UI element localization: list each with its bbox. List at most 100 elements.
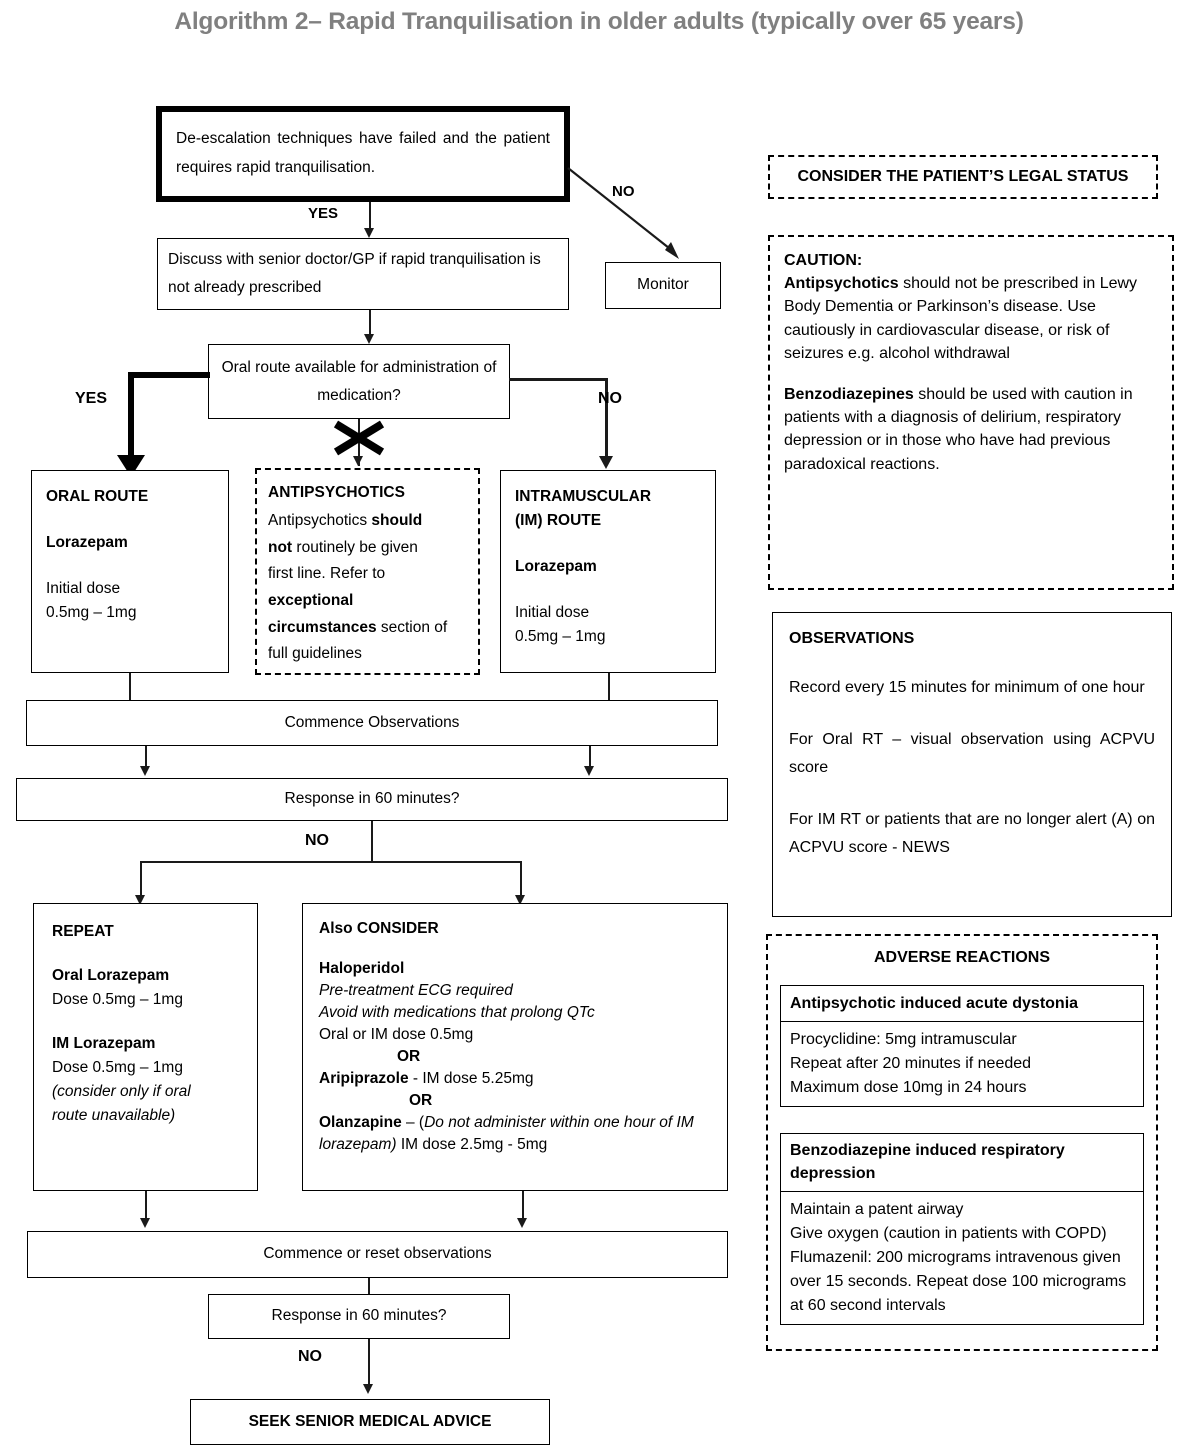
commence-observations-box: Commence Observations	[26, 700, 718, 746]
connector-observations-to-response-a	[145, 746, 147, 768]
connector-yes-vertical	[128, 372, 134, 458]
label-no-response-2: NO	[298, 1348, 322, 1365]
im-route-dose-label: Initial dose	[515, 604, 590, 622]
caution-benzodiazepines-bold: Benzodiazepines	[784, 385, 914, 403]
observations-heading: OBSERVATIONS	[789, 630, 915, 647]
caution-benzodiazepines-rest: should be used with caution in patients …	[784, 385, 1133, 473]
legal-status-text: CONSIDER THE PATIENT’S LEGAL STATUS	[797, 167, 1129, 185]
arrowhead-consider-to-reset	[516, 1218, 527, 1228]
also-consider-or-1: OR	[397, 1048, 421, 1065]
also-consider-drug-3-italic: Do not administer within one hour of IM …	[319, 1114, 694, 1153]
oral-route-heading: ORAL ROUTE	[46, 488, 149, 505]
connector-start-to-discuss	[369, 202, 371, 230]
respiratory-depression-panel: Benzodiazepine induced respiratory depre…	[780, 1132, 1144, 1326]
connector-response1-bus	[140, 861, 522, 864]
also-consider-drug-3-b: IM dose 2.5mg - 5mg	[396, 1136, 548, 1153]
im-route-box: INTRAMUSCULAR (IM) ROUTE Lorazepam Initi…	[500, 470, 716, 673]
start-box: De-escalation techniques have failed and…	[156, 106, 570, 202]
im-route-drug: Lorazepam	[515, 558, 597, 576]
observations-paragraph-1: Record every 15 minutes for minimum of o…	[789, 679, 1145, 697]
oral-route-drug: Lorazepam	[46, 534, 128, 552]
antipsychotics-line5b: section of	[376, 618, 448, 636]
caution-heading: CAUTION:	[784, 252, 863, 269]
connector-repeat-to-reset	[145, 1191, 147, 1220]
oral-route-decision-box: Oral route available for administration …	[208, 344, 510, 419]
connector-reset-to-response-2	[368, 1278, 370, 1296]
respiratory-title-line-2: depression	[790, 1164, 876, 1182]
response-60-text-1: Response in 60 minutes?	[284, 790, 460, 808]
arrowhead-response2-to-seek	[362, 1384, 373, 1394]
legal-status-box: CONSIDER THE PATIENT’S LEGAL STATUS	[768, 155, 1158, 199]
label-yes-decision: YES	[75, 390, 108, 407]
oral-route-box: ORAL ROUTE Lorazepam Initial dose 0.5mg …	[31, 470, 229, 673]
also-consider-drug-2-dose: - IM dose 5.25mg	[408, 1070, 534, 1087]
arrowhead-to-antipsychotics	[353, 456, 363, 466]
connector-response1-stem	[371, 821, 373, 863]
arrowhead-to-repeat	[135, 895, 145, 905]
repeat-im-dose: Dose 0.5mg – 1mg	[52, 1059, 183, 1077]
respiratory-title-line-1: Benzodiazepine induced respiratory	[790, 1141, 1065, 1159]
antipsychotics-line2a: not	[268, 538, 293, 556]
oral-route-dose-value: 0.5mg – 1mg	[46, 604, 137, 622]
dystonia-line-1: Procyclidine: 5mg intramuscular	[790, 1030, 1017, 1048]
response-60-box-2: Response in 60 minutes?	[208, 1294, 510, 1339]
observations-box: OBSERVATIONS Record every 15 minutes for…	[772, 612, 1172, 917]
antipsychotics-line5a: circumstances	[268, 618, 377, 636]
also-consider-drug-2-row: Aripiprazole - IM dose 5.25mg	[319, 1068, 711, 1090]
label-yes-start: YES	[308, 205, 339, 222]
antipsychotics-body: Antipsychotics should not routinely be g…	[268, 508, 467, 668]
dystonia-body: Procyclidine: 5mg intramuscular Repeat a…	[781, 1022, 1143, 1106]
respiratory-line-2: Give oxygen (caution in patients with CO…	[790, 1225, 1107, 1243]
oral-route-decision-text: Oral route available for administration …	[221, 358, 497, 404]
dystonia-panel: Antipsychotic induced acute dystonia Pro…	[780, 984, 1144, 1107]
caution-paragraph-1: Antipsychotics should not be prescribed …	[784, 272, 1158, 365]
antipsychotics-line6: full guidelines	[268, 645, 362, 663]
commence-observations-text: Commence Observations	[284, 713, 460, 731]
response-60-text-2: Response in 60 minutes?	[271, 1307, 447, 1325]
connector-observations-to-response-b	[589, 746, 591, 768]
im-route-heading-2: (IM) ROUTE	[515, 512, 602, 530]
connector-discuss-to-decision	[369, 310, 371, 336]
adverse-reactions-box: ADVERSE REACTIONS Antipsychotic induced …	[766, 934, 1158, 1351]
start-box-text: De-escalation techniques have failed and…	[176, 130, 550, 176]
connector-yes-horizontal	[128, 372, 210, 378]
also-consider-drug-3-name: Olanzapine	[319, 1114, 402, 1131]
label-no-start: NO	[612, 183, 635, 200]
repeat-oral-dose: Dose 0.5mg – 1mg	[52, 991, 183, 1009]
repeat-im-note-1: (consider only if oral	[52, 1083, 191, 1101]
also-consider-drug-2-name: Aripiprazole	[319, 1070, 409, 1087]
also-consider-drug-3-a: – (	[401, 1114, 425, 1131]
connector-oral-to-observations	[129, 673, 131, 700]
seek-advice-box: SEEK SENIOR MEDICAL ADVICE	[190, 1399, 550, 1445]
connector-consider-to-reset	[522, 1191, 524, 1220]
seek-advice-text: SEEK SENIOR MEDICAL ADVICE	[248, 1412, 492, 1430]
arrowhead-start-to-discuss	[363, 228, 374, 238]
arrowhead-repeat-to-reset	[139, 1218, 150, 1228]
discuss-box-text: Discuss with senior doctor/GP if rapid t…	[168, 251, 541, 296]
arrowhead-observations-to-response-a	[139, 766, 150, 776]
dystonia-title: Antipsychotic induced acute dystonia	[781, 986, 1143, 1022]
repeat-heading: REPEAT	[52, 923, 114, 940]
arrowhead-discuss-to-decision	[363, 334, 374, 344]
monitor-box-text: Monitor	[637, 276, 689, 294]
also-consider-heading: Also CONSIDER	[319, 920, 439, 937]
arrowhead-no-to-im	[599, 456, 613, 469]
respiratory-line-1: Maintain a patent airway	[790, 1201, 964, 1219]
label-no-decision: NO	[598, 390, 622, 407]
also-consider-drug-1: Haloperidol	[319, 960, 405, 977]
antipsychotics-line4: exceptional	[268, 591, 354, 609]
antipsychotics-line1b: should	[371, 512, 423, 530]
monitor-box: Monitor	[605, 262, 721, 309]
connector-no-horizontal	[509, 378, 608, 381]
repeat-oral-drug: Oral Lorazepam	[52, 967, 170, 985]
also-consider-drug-3-row: Olanzapine – (Do not administer within o…	[319, 1112, 711, 1156]
also-consider-drug-1-note-2: Avoid with medications that prolong QTc	[319, 1004, 595, 1021]
commence-reset-text: Commence or reset observations	[263, 1245, 492, 1263]
connector-im-to-observations	[608, 673, 610, 700]
also-consider-drug-1-dose: Oral or IM dose 0.5mg	[319, 1026, 474, 1043]
discuss-box: Discuss with senior doctor/GP if rapid t…	[157, 238, 569, 310]
label-no-response-1: NO	[305, 832, 329, 849]
connector-no-vertical	[605, 378, 608, 460]
observations-paragraph-2: For Oral RT – visual observation using A…	[789, 731, 1155, 777]
also-consider-or-2: OR	[409, 1092, 433, 1109]
